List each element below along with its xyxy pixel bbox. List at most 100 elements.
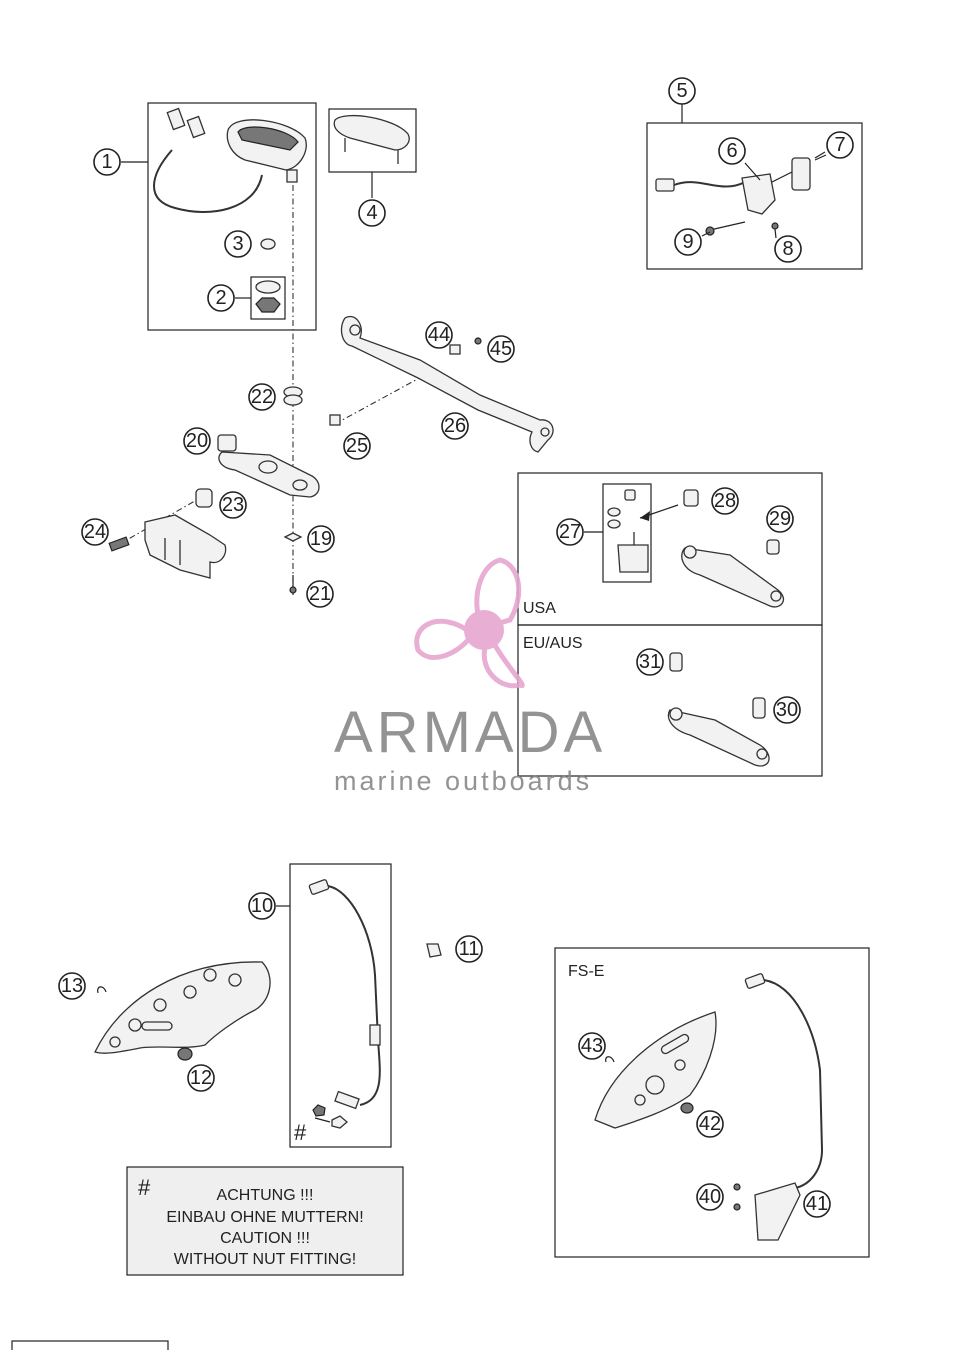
svg-text:12: 12 [190, 1067, 212, 1089]
usa-bracket-part-29 [681, 539, 785, 608]
watermark-brand: ARMADA [334, 700, 606, 765]
rubber-part-22 [283, 386, 303, 406]
grommet-part-23 [195, 488, 213, 508]
svg-text:29: 29 [769, 508, 791, 530]
note-line-1: ACHTUNG !!! [217, 1187, 314, 1204]
callout-9: 9 [674, 228, 702, 256]
callout-26: 26 [441, 412, 469, 440]
fs-e-sensor-part [733, 973, 824, 1241]
fs-e-clip-part-43 [605, 1056, 615, 1063]
callout-42: 42 [696, 1110, 724, 1138]
fs-e-nut-part-42 [680, 1102, 694, 1114]
note-line-2: EINBAU OHNE MUTTERN! [166, 1209, 363, 1226]
callout-40: 40 [696, 1183, 724, 1211]
switch-part [655, 151, 826, 236]
watermark-logo: ARMADA marine outboards [334, 557, 606, 796]
callout-27: 27 [556, 518, 584, 546]
screw-part-21 [289, 575, 297, 595]
callout-6: 6 [718, 137, 746, 165]
nut-part-2 [255, 280, 281, 313]
svg-text:24: 24 [84, 521, 106, 543]
svg-text:11: 11 [459, 938, 480, 960]
svg-text:31: 31 [639, 651, 661, 673]
clip-part-11 [426, 943, 442, 958]
callout-2: 2 [207, 284, 235, 312]
speedometer-part [153, 107, 307, 213]
callout-24: 24 [81, 518, 109, 546]
callout-31: 31 [636, 648, 664, 676]
callout-45: 45 [487, 335, 515, 363]
note-line-3: CAUTION !!! [220, 1230, 310, 1247]
brake-disc-part [94, 961, 271, 1054]
svg-text:19: 19 [310, 528, 332, 550]
callout-13: 13 [58, 972, 86, 1000]
svg-text:28: 28 [714, 490, 736, 512]
svg-text:43: 43 [581, 1035, 603, 1057]
callout-12: 12 [187, 1064, 215, 1092]
svg-text:7: 7 [834, 134, 845, 156]
callout-4: 4 [358, 199, 386, 227]
callout-3: 3 [224, 230, 252, 258]
svg-text:10: 10 [251, 895, 273, 917]
usa-arrow-head [640, 511, 650, 521]
hash-marker: # [294, 1120, 307, 1145]
region-label-eu-aus: EU/AUS [523, 635, 583, 652]
speedometer-group-box [147, 102, 317, 331]
callout-20: 20 [183, 427, 211, 455]
washer-part-19 [283, 532, 303, 542]
svg-text:6: 6 [726, 140, 737, 162]
svg-text:8: 8 [782, 238, 793, 260]
mounting-bar-part [340, 315, 554, 453]
callout-30: 30 [773, 696, 801, 724]
svg-text:22: 22 [251, 386, 273, 408]
callout-11: 11 [455, 935, 483, 963]
svg-text:1: 1 [101, 151, 112, 173]
svg-text:45: 45 [490, 338, 512, 360]
washer-part-3 [260, 238, 276, 250]
sensor-cable-box [289, 863, 392, 1148]
svg-text:9: 9 [682, 231, 693, 253]
svg-text:4: 4 [366, 202, 377, 224]
eu-bracket-part [667, 652, 770, 767]
callout-8: 8 [774, 235, 802, 263]
assembly-axis-bracket [334, 374, 426, 425]
switch-group-box [646, 122, 863, 270]
note-box [126, 1166, 404, 1276]
callout-10: 10 [248, 892, 276, 920]
callout-29: 29 [766, 505, 794, 533]
svg-text:21: 21 [309, 583, 331, 605]
svg-text:27: 27 [559, 521, 581, 543]
eu-aus-box [517, 624, 823, 777]
callout-43: 43 [578, 1032, 606, 1060]
svg-text:20: 20 [186, 430, 208, 452]
assembly-axis-left [117, 497, 201, 546]
svg-text:40: 40 [699, 1186, 721, 1208]
region-label-usa: USA [523, 600, 556, 617]
page-frame-fragment [11, 1340, 169, 1350]
circlip-part-13 [97, 986, 107, 994]
note-marker: # [138, 1175, 151, 1200]
callout-5: 5 [668, 77, 696, 105]
svg-text:44: 44 [428, 324, 450, 346]
holder-part-24 [108, 514, 227, 579]
callout-21: 21 [306, 580, 334, 608]
callout-25: 25 [343, 432, 371, 460]
watermark-tagline: marine outboards [334, 766, 592, 796]
leader-lines [121, 154, 827, 1123]
usa-inset-parts [607, 489, 649, 573]
nut-part-12 [177, 1047, 193, 1061]
cover-part [333, 114, 410, 164]
note-line-4: WITHOUT NUT FITTING! [174, 1251, 357, 1268]
callout-19: 19 [307, 525, 335, 553]
callout-28: 28 [711, 487, 739, 515]
sensor-cable-part [308, 879, 381, 1129]
callout-23: 23 [219, 491, 247, 519]
propeller-icon [414, 557, 525, 689]
svg-text:42: 42 [699, 1113, 721, 1135]
region-label-fs-e: FS-E [568, 963, 604, 980]
fs-e-box [554, 947, 870, 1258]
usa-inset-box [602, 483, 652, 583]
svg-text:2: 2 [215, 287, 226, 309]
callout-44: 44 [425, 321, 453, 349]
